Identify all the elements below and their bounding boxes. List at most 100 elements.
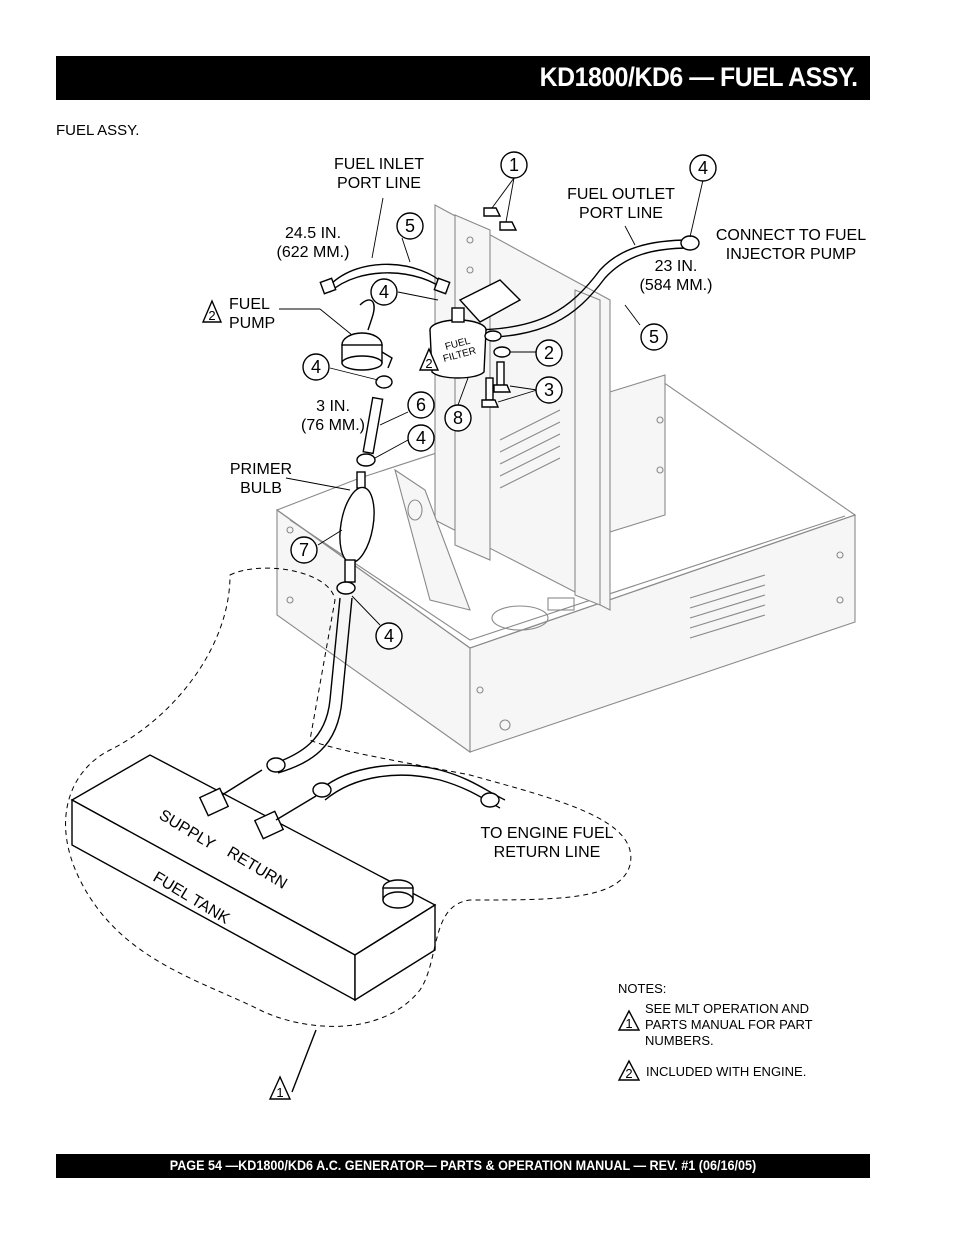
nut-1 [483,207,502,217]
note-2-line-1: INCLUDED WITH ENGINE. [646,1064,806,1079]
primer-bulb-tail [344,559,356,583]
svg-text:3: 3 [544,380,554,400]
note-marker-2-pump: 2 [201,299,223,323]
short-line [362,396,384,455]
page-title: KD1800/KD6 — FUEL ASSY. [540,62,858,92]
inlet-clamp-left [319,277,337,295]
supply-clamp [266,757,286,773]
outlet-length-label-2: (584 MM.) [640,277,713,294]
generator-frame [275,204,857,754]
return-line [319,764,506,801]
short-line-clamp [356,453,376,467]
washer-upper [484,330,502,342]
note-marker-1-tank: 1 [268,1075,292,1100]
svg-text:4: 4 [416,428,426,448]
svg-text:4: 4 [698,158,708,178]
svg-text:6: 6 [416,395,426,415]
short-line-length-label-2: (76 MM.) [301,417,365,434]
pump-inlet-elbow [359,299,375,331]
svg-text:1: 1 [625,1016,632,1031]
note-1-line-1: SEE MLT OPERATION AND [645,1001,809,1016]
tank-side [354,903,436,1002]
page-header: KD1800/KD6 — FUEL ASSY. [56,56,870,100]
supply-fitting [198,787,230,817]
short-line-length-label-1: 3 IN. [316,398,350,415]
inlet-length-label-2: (622 MM.) [277,244,350,261]
svg-text:4: 4 [384,626,394,646]
notes-block: NOTES: 1 SEE MLT OPERATION AND PARTS MAN… [617,981,813,1081]
outlet-length-label-1: 23 IN. [655,258,698,275]
filter-bracket [458,279,522,323]
callouts: 1 4 5 4 5 2 3 4 [290,151,717,650]
callout-2: 2 [535,339,563,367]
callout-5-inlet: 5 [396,212,424,240]
notes-title: NOTES: [618,981,666,996]
primer-bulb-label-2: BULB [240,480,282,497]
svg-text:5: 5 [649,327,659,347]
callout-4-top-right: 4 [689,154,717,182]
fuel-pump-label-2: PUMP [229,315,275,332]
frame-upright-rail [454,214,491,561]
fuel-outlet-label-2: PORT LINE [579,205,663,222]
note1-leader [291,1029,317,1093]
footer-text: PAGE 54 —KD1800/KD6 A.C. GENERATOR— PART… [169,1157,757,1173]
svg-text:2: 2 [625,1066,632,1081]
fuel-tank: SUPPLY RETURN FUEL TANK [65,567,632,1093]
frame-top-outline [275,379,857,649]
callout-1: 1 [500,151,528,179]
svg-text:2: 2 [544,343,554,363]
primer-bulb [339,486,375,564]
callout-4-short-line: 4 [407,424,435,452]
note-1-line-2: PARTS MANUAL FOR PART [645,1017,813,1032]
section-label: FUEL ASSY. [56,122,140,139]
washer-lower [493,346,511,358]
svg-text:7: 7 [299,540,309,560]
return-line-label-2: RETURN LINE [494,844,601,861]
note-1: 1 SEE MLT OPERATION AND PARTS MANUAL FOR… [617,1001,813,1048]
return-fitting [253,810,285,840]
pump-clamp [375,375,393,389]
bolt-2 [485,377,494,401]
inlet-line [329,263,446,286]
callout-8: 8 [444,404,472,432]
callout-4-inlet: 4 [370,278,398,306]
diagram-labels: FUEL INLET PORT LINE FUEL OUTLET PORT LI… [229,156,866,861]
svg-text:2: 2 [425,356,432,371]
frame-bracket [394,468,471,611]
fuel-filter-body [429,329,487,379]
svg-text:8: 8 [453,408,463,428]
inlet-clamp-right [433,277,451,295]
page-footer: PAGE 54 —KD1800/KD6 A.C. GENERATOR— PART… [56,1154,870,1178]
callout-6: 6 [407,391,435,419]
front-louvers [689,574,766,639]
frame-upright-rail-right [574,289,601,606]
callout-4-pump: 4 [302,353,330,381]
svg-text:4: 4 [311,357,321,377]
note-markers: 2 2 1 [201,299,440,1100]
svg-text:4: 4 [379,282,389,302]
note-marker-2-filter: 2 [418,347,440,371]
svg-text:5: 5 [405,216,415,236]
callout-5-outlet: 5 [640,323,668,351]
primer-bulb-label-1: PRIMER [230,461,292,478]
callout-4-primer: 4 [375,622,403,650]
fuel-outlet-label-1: FUEL OUTLET [567,186,675,203]
connect-injector-label-2: INJECTOR PUMP [726,246,856,263]
svg-text:2: 2 [208,308,215,323]
leader-lines [279,177,704,626]
svg-text:1: 1 [276,1085,283,1100]
note-2: 2 INCLUDED WITH ENGINE. [617,1059,806,1081]
svg-text:1: 1 [509,155,519,175]
inlet-length-label-1: 24.5 IN. [285,225,341,242]
outlet-clamp [680,235,700,251]
fuel-pump-label-1: FUEL [229,296,270,313]
fuel-inlet-label-1: FUEL INLET [334,156,424,173]
primer-clamp [336,581,356,595]
primer-bulb-neck [356,471,366,489]
fuel-inlet-label-2: PORT LINE [337,175,421,192]
tank-boundary-dashed [65,567,632,1027]
callout-3: 3 [535,376,563,404]
nut-2 [499,221,518,231]
return-line-label-1: TO ENGINE FUEL [480,825,613,842]
